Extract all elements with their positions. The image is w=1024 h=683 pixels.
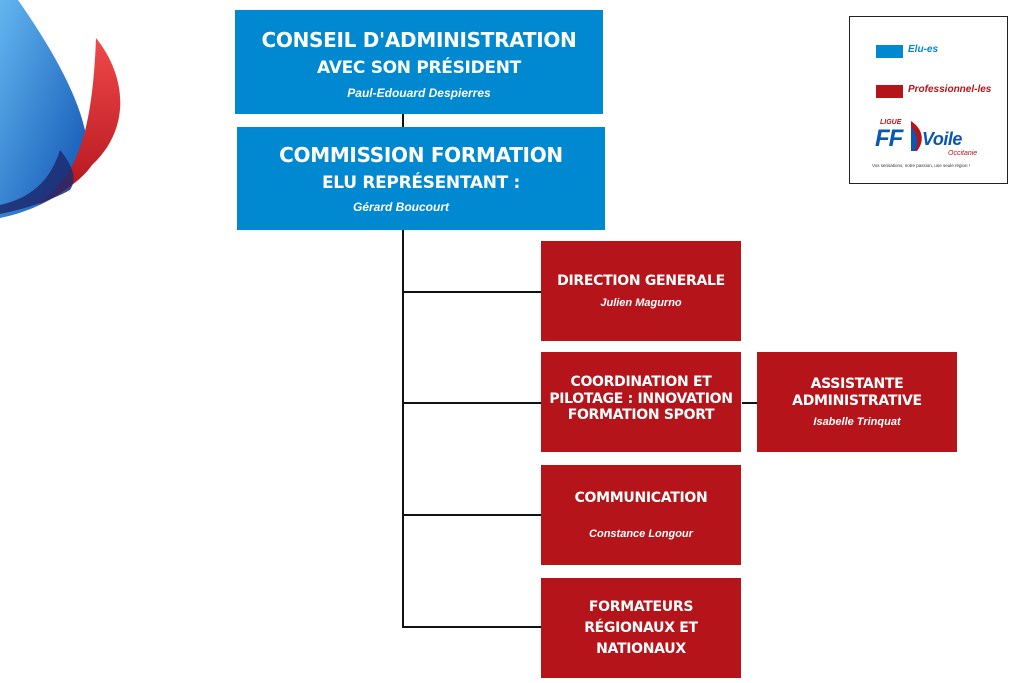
- node-title: ADMINISTRATIVE: [792, 393, 922, 409]
- node-person-name: Constance Longour: [589, 528, 693, 541]
- legend-swatch-elus: [876, 45, 903, 58]
- logo-voile-text: Voile: [922, 129, 962, 149]
- node-title: FORMATION SPORT: [567, 407, 715, 424]
- node-person-name: Gérard Boucourt: [352, 199, 449, 214]
- node-title: CONSEIL D'ADMINISTRATION: [261, 27, 577, 52]
- connector-coordination: [402, 402, 542, 404]
- node-conseil-administration: CONSEIL D'ADMINISTRATION AVEC SON PRÉSID…: [235, 10, 603, 114]
- legend-label-professionnels: Professionnel-les: [908, 84, 992, 95]
- logo-tagline-text: Vos sensations, notre passion, une seule…: [872, 163, 971, 168]
- node-assistante-administrative: ASSISTANTE ADMINISTRATIVE Isabelle Trinq…: [757, 352, 957, 452]
- node-title: COORDINATION ET: [570, 373, 712, 390]
- node-title: PILOTAGE : INNOVATION: [549, 390, 733, 407]
- sail-icon: [911, 121, 922, 151]
- logo-ligue-text: LIGUE: [880, 119, 902, 126]
- connector-formateurs: [402, 626, 542, 628]
- node-person-name: Isabelle Trinquat: [813, 415, 901, 428]
- node-title: DIRECTION GENERALE: [557, 272, 725, 289]
- node-title: ELU REPRÉSENTANT :: [321, 173, 521, 194]
- ffvoile-logo: LIGUE FF Voile Occitanie Vos sensations,…: [872, 119, 992, 175]
- node-title: AVEC SON PRÉSIDENT: [317, 57, 521, 78]
- node-direction-generale: DIRECTION GENERALE Julien Magurno: [541, 241, 741, 341]
- node-title: NATIONAUX: [596, 640, 686, 657]
- connector-communication: [402, 514, 542, 516]
- logo-ff-text: FF: [875, 125, 903, 152]
- legend-label-elus: Elu-es: [908, 44, 939, 55]
- node-formateurs: FORMATEURS RÉGIONAUX ET NATIONAUX: [541, 578, 741, 678]
- legend: Elu-es Professionnel-les LIGUE FF Voile …: [849, 16, 1008, 184]
- legend-swatch-professionnels: [876, 85, 903, 98]
- connector-coordination-assistante: [742, 402, 758, 404]
- node-coordination-pilotage: COORDINATION ET PILOTAGE : INNOVATION FO…: [541, 352, 741, 452]
- sail-logo-icon: [0, 0, 121, 218]
- node-title: FORMATEURS: [588, 598, 694, 615]
- node-communication: COMMUNICATION Constance Longour: [541, 465, 741, 565]
- node-title: COMMISSION FORMATION: [279, 143, 563, 168]
- connector-main-vertical: [402, 230, 404, 628]
- connector-conseil-commission: [402, 114, 404, 127]
- node-person-name: Paul-Edouard Despierres: [347, 86, 491, 101]
- logo-region-text: Occitanie: [948, 150, 978, 157]
- node-commission-formation: COMMISSION FORMATION ELU REPRÉSENTANT : …: [237, 127, 605, 230]
- node-title: ASSISTANTE: [810, 376, 904, 393]
- node-person-name: Julien Magurno: [600, 297, 682, 310]
- node-title: COMMUNICATION: [574, 489, 708, 506]
- connector-direction: [402, 291, 542, 293]
- node-title: RÉGIONAUX ET: [584, 619, 698, 636]
